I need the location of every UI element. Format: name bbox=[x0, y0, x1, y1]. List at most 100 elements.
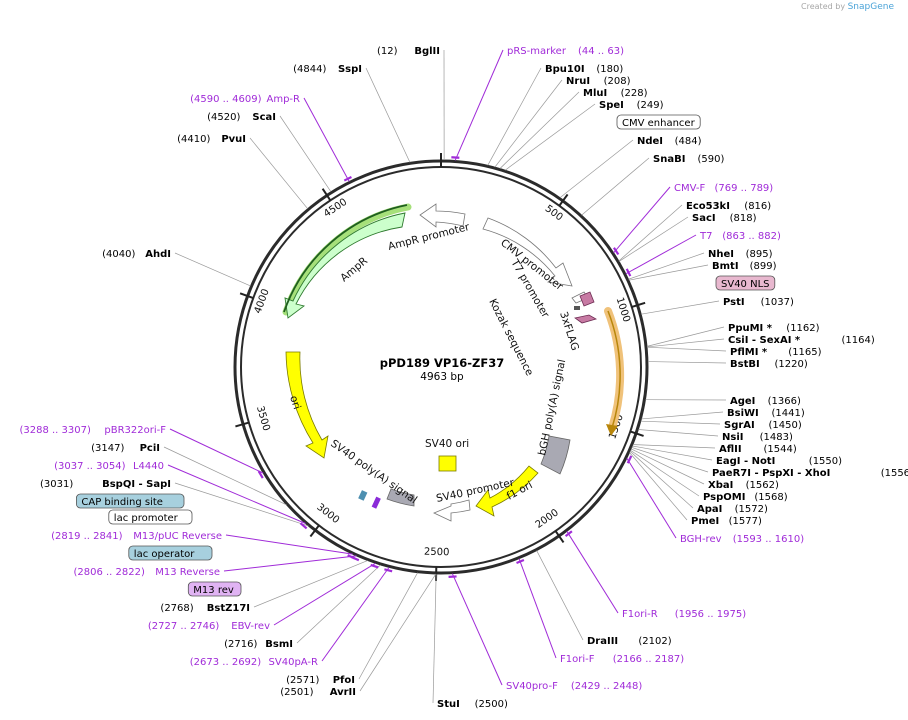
site-bstz17i[interactable]: BstZ17I(2768) bbox=[160, 603, 250, 614]
site-bsiwi[interactable]: BsiWI(1441) bbox=[727, 408, 805, 419]
pos-nsii: (1483) bbox=[760, 432, 793, 443]
site-sv40pro-f[interactable]: SV40pro-F(2429 .. 2448) bbox=[506, 681, 642, 692]
site-nrui[interactable]: NruI(208) bbox=[566, 76, 631, 87]
site-ahdi[interactable]: AhdI(4040) bbox=[102, 249, 171, 260]
site-bsmi[interactable]: BsmI(2716) bbox=[224, 639, 293, 650]
zf-orf-arc[interactable] bbox=[607, 310, 621, 429]
label-nsii: NsiI bbox=[722, 432, 743, 443]
site-cmv-f[interactable]: CMV-F(769 .. 789) bbox=[674, 183, 773, 194]
3xflag-feature[interactable] bbox=[579, 291, 595, 307]
site-aflii[interactable]: AflII(1544) bbox=[719, 444, 797, 455]
site-avrii[interactable]: AvrII(2501) bbox=[280, 687, 356, 698]
site-draiii[interactable]: DraIII(2102) bbox=[587, 636, 672, 647]
site-eagi-noti[interactable]: EagI - NotI(1550) bbox=[716, 456, 842, 467]
site-bpu10i[interactable]: Bpu10I(180) bbox=[545, 64, 623, 75]
site-m13-puc-reverse[interactable]: M13/pUC Reverse (2819 .. 2841) bbox=[51, 531, 222, 542]
pos-bmti: (899) bbox=[750, 261, 777, 272]
site-ebv-rev[interactable]: EBV-rev(2727 .. 2746) bbox=[148, 621, 270, 632]
sv40-polya-label: SV40 poly(A) signal bbox=[328, 438, 419, 507]
pos-bspqi-sapi: (3031) bbox=[40, 479, 73, 490]
sv40-nls-feature[interactable] bbox=[574, 314, 598, 324]
site-bstbi[interactable]: BstBI(1220) bbox=[730, 359, 808, 370]
site-sv40pa-r[interactable]: SV40pA-R(2673 .. 2692) bbox=[190, 657, 318, 668]
site-bmti[interactable]: BmtI(899) bbox=[712, 261, 777, 272]
site-saci[interactable]: SacI(818) bbox=[692, 213, 757, 224]
pos-bgh-rev: (1593 .. 1610) bbox=[733, 534, 805, 545]
site-scai[interactable]: ScaI(4520) bbox=[207, 112, 276, 123]
label-m13-rev: M13 rev bbox=[193, 585, 234, 596]
site-bglii[interactable]: BglII(12) bbox=[377, 46, 440, 57]
pos-pcii: (3147) bbox=[91, 443, 124, 454]
ampr-highlight bbox=[282, 203, 412, 316]
site-stui[interactable]: StuI(2500) bbox=[437, 699, 508, 710]
site-xbai[interactable]: XbaI(1562) bbox=[708, 480, 779, 491]
site-m13-reverse[interactable]: M13 Reverse(2806 .. 2822) bbox=[73, 567, 220, 578]
site-prs-marker[interactable]: pRS-marker(44 .. 63) bbox=[507, 46, 624, 57]
pos-t7: (863 .. 882) bbox=[722, 231, 781, 242]
pos-bsmi: (2716) bbox=[224, 639, 257, 650]
site-pfoi[interactable]: PfoI(2571) bbox=[286, 675, 355, 686]
site-l4440[interactable]: L4440(3037 .. 3054) bbox=[54, 461, 164, 472]
site-spei[interactable]: SpeI(249) bbox=[599, 100, 664, 111]
site-apai[interactable]: ApaI(1572) bbox=[697, 504, 768, 515]
site-psti[interactable]: PstI(1037) bbox=[723, 297, 794, 308]
site-t7[interactable]: T7(863 .. 882) bbox=[699, 231, 781, 242]
site-amp-r[interactable]: Amp-R(4590 .. 4609) bbox=[190, 94, 300, 105]
cmv-promoter-feature[interactable] bbox=[482, 217, 573, 287]
site-snabi[interactable]: SnaBI(590) bbox=[653, 154, 724, 165]
pos-nhei: (895) bbox=[746, 249, 773, 260]
ori-label: ori bbox=[287, 394, 303, 411]
site-pspomi[interactable]: PspOMI(1568) bbox=[703, 492, 788, 503]
sv40-promoter-feature[interactable] bbox=[433, 499, 471, 522]
site-pcii[interactable]: PciI(3147) bbox=[91, 443, 160, 454]
site-nhei[interactable]: NheI(895) bbox=[708, 249, 773, 260]
label-f1ori-f: F1ori-F bbox=[560, 654, 595, 665]
site-paer7i-pspxi-xhoi[interactable]: PaeR7I - PspXI - XhoI(1556) bbox=[712, 468, 908, 479]
site-lac-operator[interactable]: lac operator bbox=[128, 545, 213, 561]
site-agei[interactable]: AgeI(1366) bbox=[730, 396, 801, 407]
site-mlui[interactable]: MluI(228) bbox=[583, 88, 648, 99]
site-f1ori-f[interactable]: F1ori-F(2166 .. 2187) bbox=[560, 654, 684, 665]
site-sv40-nls[interactable]: SV40 NLS bbox=[715, 275, 776, 291]
leader-m13-reverse bbox=[223, 555, 357, 572]
site-pmei[interactable]: PmeI(1577) bbox=[691, 516, 762, 527]
label-pvui: PvuI bbox=[221, 134, 246, 145]
site-cmv-enhancer[interactable]: CMV enhancer bbox=[616, 114, 701, 130]
site-eco53ki[interactable]: Eco53kI(816) bbox=[686, 201, 771, 212]
pos-m13-puc-reverse: (2819 .. 2841) bbox=[51, 531, 123, 542]
label-mlui: MluI bbox=[583, 88, 607, 99]
label-m13-puc-reverse: M13/pUC Reverse bbox=[133, 531, 222, 542]
pos-sspi: (4844) bbox=[293, 64, 326, 75]
site-sspi[interactable]: SspI(4844) bbox=[293, 64, 362, 75]
snapgene-credit: Created by SnapGene bbox=[801, 2, 894, 12]
site-pvui[interactable]: PvuI(4410) bbox=[177, 134, 246, 145]
tick-3500 bbox=[235, 421, 250, 428]
site-f1ori-r[interactable]: F1ori-R(1956 .. 1975) bbox=[622, 609, 746, 620]
leader-nsii bbox=[638, 429, 719, 437]
site-cap-binding-site[interactable]: CAP binding site bbox=[76, 493, 185, 509]
site-bgh-rev[interactable]: BGH-rev(1593 .. 1610) bbox=[680, 534, 804, 545]
bgh-polya-feature[interactable] bbox=[540, 435, 571, 475]
site-lac-promoter[interactable]: lac promoter bbox=[108, 509, 193, 525]
site-ndei[interactable]: NdeI(484) bbox=[637, 136, 702, 147]
site-m13-rev[interactable]: M13 rev bbox=[187, 581, 242, 597]
site-bspqi-sapi[interactable]: BspQI - SapI(3031) bbox=[40, 479, 171, 490]
leader-spei bbox=[504, 103, 596, 171]
site-pbr322ori-f[interactable]: pBR322ori-F(3288 .. 3307) bbox=[19, 425, 166, 436]
m13-marker bbox=[371, 496, 381, 509]
f1-ori-feature[interactable] bbox=[475, 465, 539, 517]
site-nsii[interactable]: NsiI (1483) bbox=[722, 432, 793, 443]
sv40-ori-feature[interactable] bbox=[438, 455, 457, 472]
sv40-polya-feature[interactable] bbox=[386, 488, 415, 507]
ampr-promoter-feature[interactable] bbox=[419, 203, 466, 228]
site-pflmi[interactable]: PflMI *(1165) bbox=[730, 347, 822, 358]
site-sgrai[interactable]: SgrAI(1450) bbox=[724, 420, 802, 431]
label-amp-r: Amp-R bbox=[267, 94, 301, 105]
ampr-feature[interactable] bbox=[284, 212, 406, 319]
label-pflmi: PflMI * bbox=[730, 347, 768, 358]
site-csii-sexai[interactable]: CsiI - SexAI *(1164) bbox=[728, 335, 875, 346]
sv40-ori-label: SV40 ori bbox=[425, 438, 469, 450]
site-ppumi[interactable]: PpuMI *(1162) bbox=[728, 323, 820, 334]
leader-f1ori-r bbox=[566, 531, 619, 614]
ori-feature[interactable] bbox=[285, 351, 329, 459]
